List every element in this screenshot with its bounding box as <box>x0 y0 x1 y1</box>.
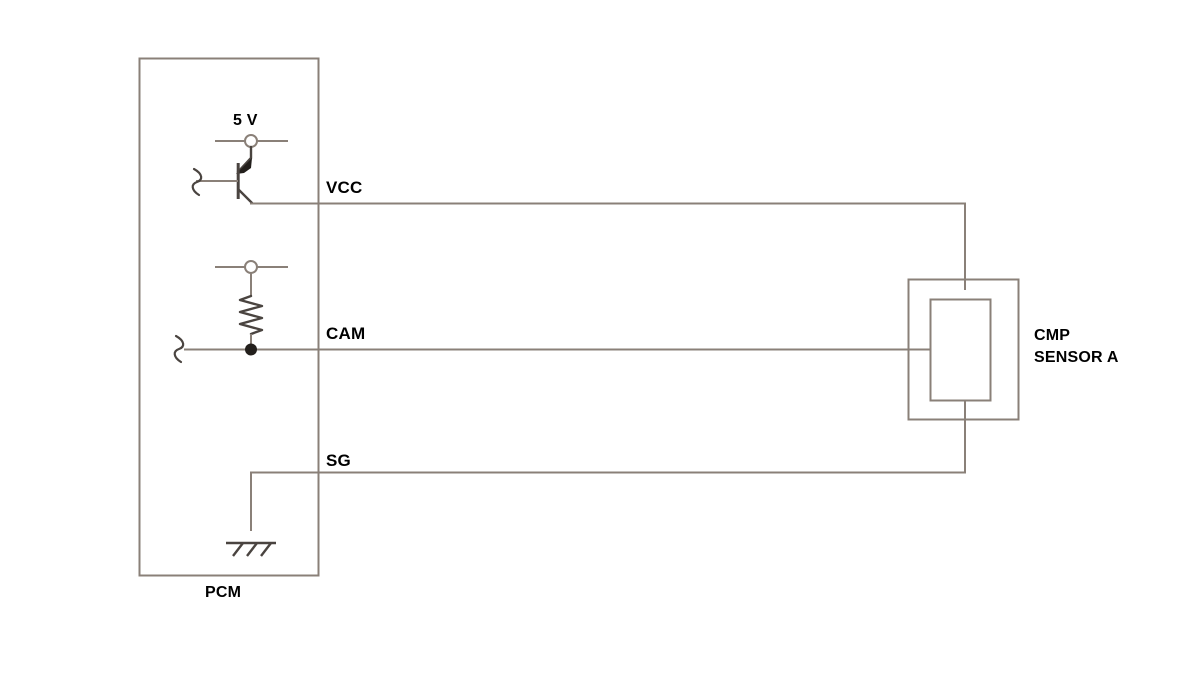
resistor-icon <box>238 294 264 336</box>
sensor-label-line1: CMP <box>1034 327 1071 344</box>
sensor-label-line2: SENSOR A <box>1034 349 1119 366</box>
node-circle-icon-resistor <box>244 260 258 274</box>
supply-voltage-label: 5 V <box>233 112 258 129</box>
transistor-emitter-lead <box>237 188 254 205</box>
transistor-collector-lead <box>236 145 253 174</box>
transistor-arrow-icon <box>236 158 252 174</box>
sensor-device-box <box>929 298 992 402</box>
node-circle-icon-supply <box>244 134 258 148</box>
sensor-connector-box <box>907 278 1020 421</box>
wire-break-icon-cam <box>173 334 185 364</box>
junction-dot-icon-cam <box>245 343 257 356</box>
vcc-wire <box>250 202 966 290</box>
pcm-module-box <box>138 57 320 577</box>
wire-break-icon-vcc <box>191 167 203 197</box>
terminal-label-vcc: VCC <box>326 178 363 197</box>
terminal-label-cam: CAM <box>326 324 366 343</box>
pcm-module-label: PCM <box>205 584 242 601</box>
sg-wire <box>250 400 966 531</box>
terminal-label-sg: SG <box>326 451 351 470</box>
ground-icon <box>226 541 276 557</box>
